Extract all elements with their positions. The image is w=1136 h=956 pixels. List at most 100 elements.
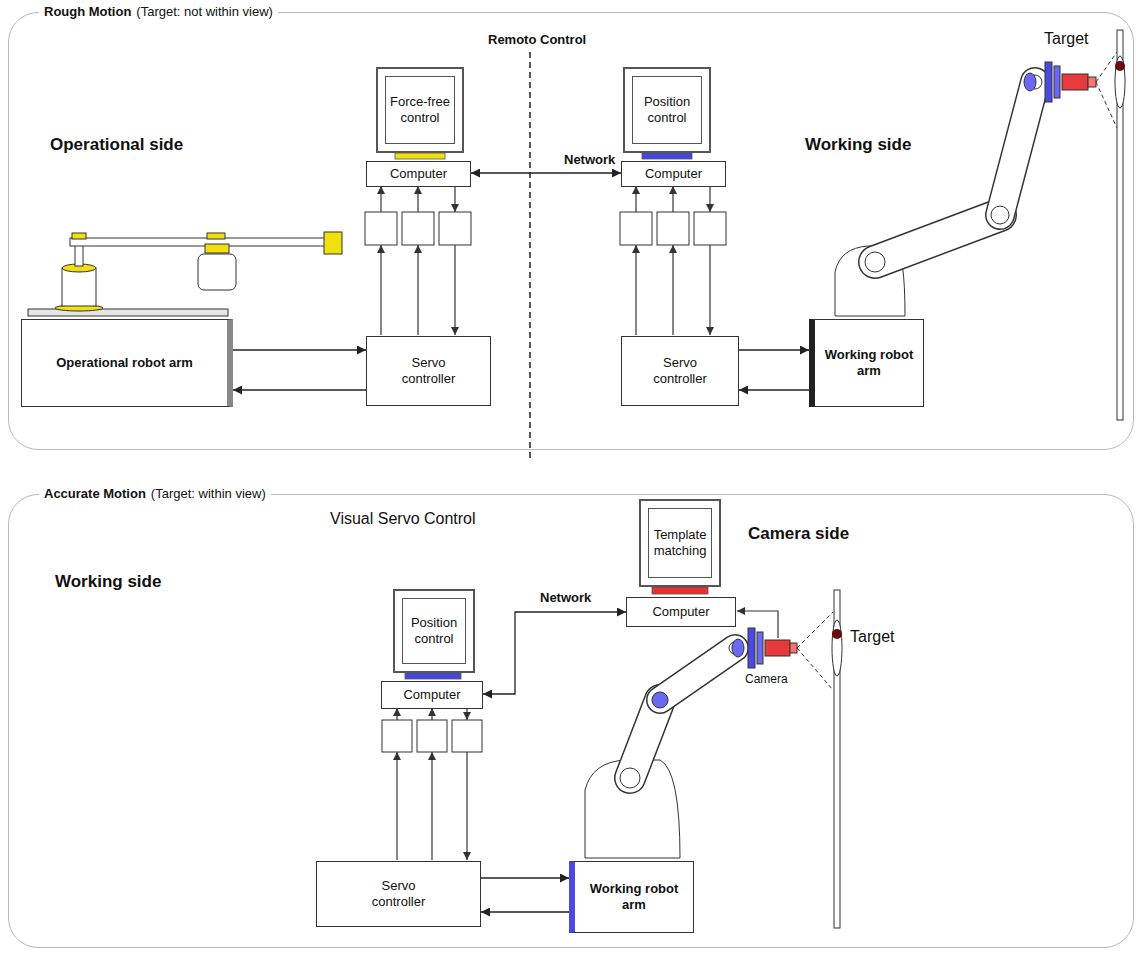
servo-controller: Servo controller <box>621 336 739 406</box>
side-label: Working side <box>805 135 911 155</box>
working-arm-drawing <box>1115 61 1125 71</box>
interface-box <box>365 212 397 245</box>
signal-arrow <box>417 245 418 335</box>
interface-box <box>452 720 482 752</box>
operational-arm-drawing <box>75 244 83 266</box>
working-arm-drawing <box>765 640 790 656</box>
box-text: Servo controller <box>634 353 726 389</box>
working-arm-drawing <box>585 760 680 858</box>
signal-arrow <box>454 245 455 335</box>
panel-title: Rough Motion <box>44 3 131 20</box>
signal-arrow <box>635 186 636 212</box>
working-arm-drawing <box>832 620 842 676</box>
operational-arm-drawing <box>198 254 236 290</box>
robot-arm-box: Operational robot arm <box>21 319 233 407</box>
method-label: Visual Servo Control <box>330 510 476 528</box>
working-arm-drawing <box>875 215 1000 262</box>
working-arm-drawing <box>1062 74 1088 90</box>
monitor-stand <box>642 153 692 159</box>
monitor-screen: Position control <box>623 67 711 153</box>
signal-arrow <box>396 708 397 720</box>
working-arm-drawing <box>875 215 1000 262</box>
panel-title: (Target: within view) <box>151 485 266 502</box>
computer-box: Computer <box>366 161 471 187</box>
panel-title: (Target: not within view) <box>136 3 273 20</box>
side-label: Operational side <box>50 135 183 155</box>
signal-arrow <box>380 186 381 212</box>
side-label: Working side <box>55 572 161 592</box>
working-arm-drawing <box>1054 66 1060 98</box>
box-text: Position control <box>402 598 466 664</box>
working-arm-drawing <box>790 643 797 653</box>
monitor-stand <box>652 587 708 594</box>
signal-arrow <box>431 752 432 860</box>
box-text: Position control <box>632 76 702 144</box>
operational-arm-drawing <box>205 244 229 253</box>
box-text: Template matching <box>648 508 712 578</box>
box-text: Working robot arm <box>575 879 693 915</box>
box-text: Working robot arm <box>815 345 923 381</box>
divider-line <box>529 52 531 458</box>
working-arm-drawing <box>660 648 735 700</box>
monitor-screen: Position control <box>393 589 475 673</box>
signal-arrow <box>466 708 467 720</box>
connector-arrow <box>481 877 569 878</box>
box-text: Servo controller <box>353 876 445 912</box>
mode-panel: Accurate Motion(Target: within view)Temp… <box>8 494 1134 948</box>
operational-arm-drawing <box>324 232 342 254</box>
working-arm-drawing <box>1096 52 1117 82</box>
interface-box <box>657 212 689 245</box>
robot-arm-box: Working robot arm <box>569 861 694 933</box>
connector-arrow <box>233 389 366 390</box>
working-arm-drawing <box>865 252 885 272</box>
box-text: Operational robot arm <box>52 353 197 373</box>
box-text: Computer <box>641 164 706 184</box>
connector-arrow <box>233 349 366 350</box>
working-arm-drawing <box>1045 62 1052 102</box>
connector-arrow <box>471 172 621 173</box>
working-arm-drawing <box>660 648 735 700</box>
working-arm-drawing <box>1000 82 1035 215</box>
signal-arrow <box>417 186 418 212</box>
operational-arm-drawing <box>207 233 225 239</box>
signal-arrow <box>709 186 710 212</box>
working-arm-drawing <box>652 692 668 708</box>
interface-box <box>417 720 447 752</box>
mode-panel: Rough Motion(Target: not within view)For… <box>8 12 1134 450</box>
interface-box <box>620 212 652 245</box>
panel-heading: Accurate Motion (Target: within view) <box>39 485 271 502</box>
servo-controller: Servo controller <box>366 336 491 406</box>
connector-arrow <box>481 911 569 912</box>
signal-arrow <box>431 708 432 720</box>
robot-arm-box: Working robot arm <box>809 319 924 407</box>
operational-arm-drawing <box>28 232 342 316</box>
signal-arrow <box>454 186 455 212</box>
panel-title: Accurate Motion <box>44 485 146 502</box>
signal-arrow <box>466 752 467 860</box>
servo-controller: Servo controller <box>316 861 481 927</box>
working-arm-drawing <box>1088 77 1096 87</box>
box-text: Computer <box>386 164 451 184</box>
monitor-stand <box>395 153 445 159</box>
working-arm-drawing <box>832 629 842 639</box>
interface-box <box>439 212 471 245</box>
operational-arm-drawing <box>62 268 96 306</box>
connector-arrow <box>483 612 626 694</box>
monitor-stand <box>405 673 461 679</box>
target-label: Target <box>850 628 894 646</box>
interface-box <box>382 720 412 752</box>
operational-arm-drawing <box>70 238 330 246</box>
signal-arrow <box>396 752 397 860</box>
working-arm-drawing <box>1096 82 1117 128</box>
working-arm-drawing <box>797 648 833 690</box>
interface-box <box>365 212 726 752</box>
interface-box <box>694 212 726 245</box>
interface-box <box>402 212 434 245</box>
panel-heading: Rough Motion (Target: not within view) <box>39 3 278 20</box>
connector-arrow <box>739 389 809 390</box>
side-label: Camera side <box>748 524 849 544</box>
working-arm-drawing <box>757 632 763 664</box>
edge-label: Network <box>538 590 593 605</box>
camera-label: Camera <box>745 672 788 686</box>
box-text: Computer <box>399 685 464 705</box>
